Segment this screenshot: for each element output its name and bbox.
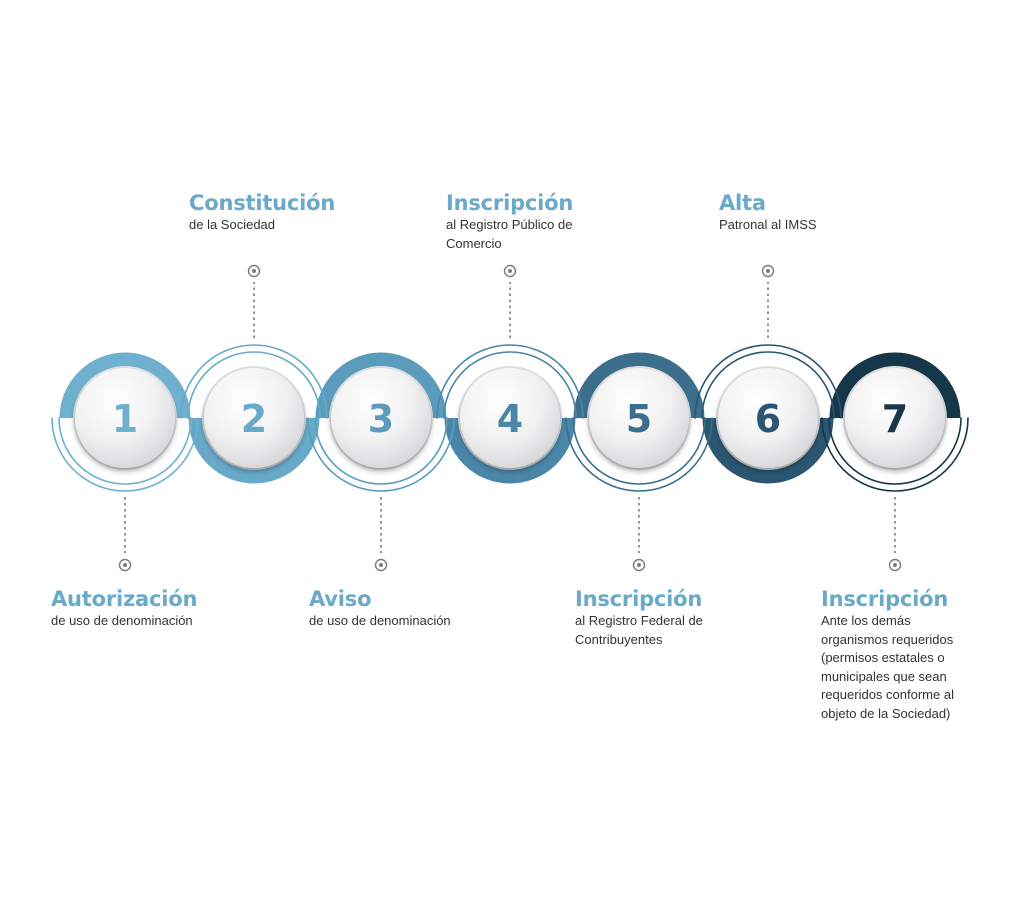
ball <box>460 368 560 468</box>
step-7-line: organismos requeridos <box>821 631 954 647</box>
step-4-line: Comercio <box>446 235 502 251</box>
step-2-description: de la Sociedad <box>189 216 349 235</box>
ribbon-arc <box>188 417 320 484</box>
ribbon-arc <box>702 417 834 484</box>
thin-rings <box>51 344 969 492</box>
step-4-title: Inscripción <box>446 191 574 215</box>
step-7-description: Ante los demás organismos requeridos (pe… <box>821 612 966 723</box>
step-6-label: Alta Patronal al IMSS <box>719 191 879 235</box>
step-7-label: Inscripción Ante los demás organismos re… <box>821 587 966 723</box>
number-circles: 1 2 3 4 5 6 7 <box>73 366 947 470</box>
ribbon-arc <box>59 352 191 419</box>
ring-arc <box>58 417 192 485</box>
connector-marker-dot <box>637 563 641 567</box>
step-7-line: requeridos conforme al <box>821 687 954 702</box>
step-5-title: Inscripción <box>575 587 703 611</box>
step-6-title: Alta <box>719 191 766 215</box>
step-2-line: de la Sociedad <box>189 217 276 232</box>
ball <box>589 368 689 468</box>
step-1-circle: 1 <box>73 366 177 470</box>
step-6-description: Patronal al IMSS <box>719 216 879 235</box>
connector-marker-dot <box>893 563 897 567</box>
ring-arc <box>572 417 706 485</box>
step-5-description: al Registro Federal de Contribuyentes <box>575 612 710 649</box>
ring-arc <box>828 417 962 485</box>
step-6-circle: 6 <box>716 366 820 470</box>
ring-arc <box>51 417 199 492</box>
step-1-number: 1 <box>112 397 138 441</box>
ribbon-arc <box>315 352 447 419</box>
step-5-circle: 5 <box>587 366 691 470</box>
connector-marker-dot <box>379 563 383 567</box>
connector-marker-dot <box>252 269 256 273</box>
ring-arc <box>701 351 835 419</box>
step-6-line: Patronal al IMSS <box>719 217 817 232</box>
connector-marker-dot <box>766 269 770 273</box>
step-1-description: de uso de denominación <box>51 612 226 631</box>
ring-arc <box>443 351 577 419</box>
step-5-label: Inscripción al Registro Federal de Contr… <box>575 587 710 649</box>
ring-arc <box>187 351 321 419</box>
step-6-number: 6 <box>755 397 781 441</box>
step-4-description: al Registro Público de Comercio <box>446 216 586 253</box>
step-7-line: (permisos estatales o <box>821 650 945 665</box>
step-3-title: Aviso <box>309 587 372 611</box>
ring-arc <box>436 344 584 419</box>
ribbon-arc <box>573 352 705 419</box>
step-3-description: de uso de denominación <box>309 612 469 631</box>
ribbon-arc <box>444 417 576 484</box>
ring-arc <box>307 417 455 492</box>
step-1-line: de uso de denominación <box>51 613 193 628</box>
ring-arc <box>565 417 713 492</box>
step-2-circle: 2 <box>202 366 306 470</box>
step-2-number: 2 <box>241 397 267 441</box>
step-2-label: Constitución de la Sociedad <box>189 191 349 235</box>
ball <box>845 368 945 468</box>
step-7-line: objeto de la Sociedad) <box>821 705 951 721</box>
step-7-circle: 7 <box>843 366 947 470</box>
ball <box>718 368 818 468</box>
ribbon <box>59 352 961 484</box>
step-4-circle: 4 <box>458 366 562 470</box>
step-2-title: Constitución <box>189 191 336 215</box>
step-4-label: Inscripción al Registro Público de Comer… <box>446 191 586 253</box>
step-4-number: 4 <box>497 397 523 441</box>
step-5-line: al Registro Federal de <box>575 613 703 628</box>
connectors <box>118 264 902 572</box>
step-3-label: Aviso de uso de denominación <box>309 587 469 631</box>
connector-marker-dot <box>123 563 127 567</box>
step-3-circle: 3 <box>329 366 433 470</box>
step-7-line: Ante los demás <box>821 613 911 628</box>
ball <box>204 368 304 468</box>
step-5-number: 5 <box>626 397 652 441</box>
ball <box>75 368 175 468</box>
step-5-line: Contribuyentes <box>575 631 663 647</box>
step-3-number: 3 <box>368 397 394 441</box>
step-7-line: municipales que sean <box>821 668 947 684</box>
ring-arc <box>821 417 969 492</box>
ball <box>331 368 431 468</box>
step-3-line: de uso de denominación <box>309 613 451 628</box>
connector-marker-dot <box>508 269 512 273</box>
ring-arc <box>180 344 328 419</box>
step-7-number: 7 <box>882 397 908 441</box>
step-1-title: Autorización <box>51 587 198 611</box>
ring-arc <box>694 344 842 419</box>
ribbon-arc <box>829 352 961 419</box>
ring-arc <box>314 417 448 485</box>
step-7-title: Inscripción <box>821 587 949 611</box>
step-1-label: Autorización de uso de denominación <box>51 587 226 631</box>
step-4-line: al Registro Público de <box>446 217 573 232</box>
